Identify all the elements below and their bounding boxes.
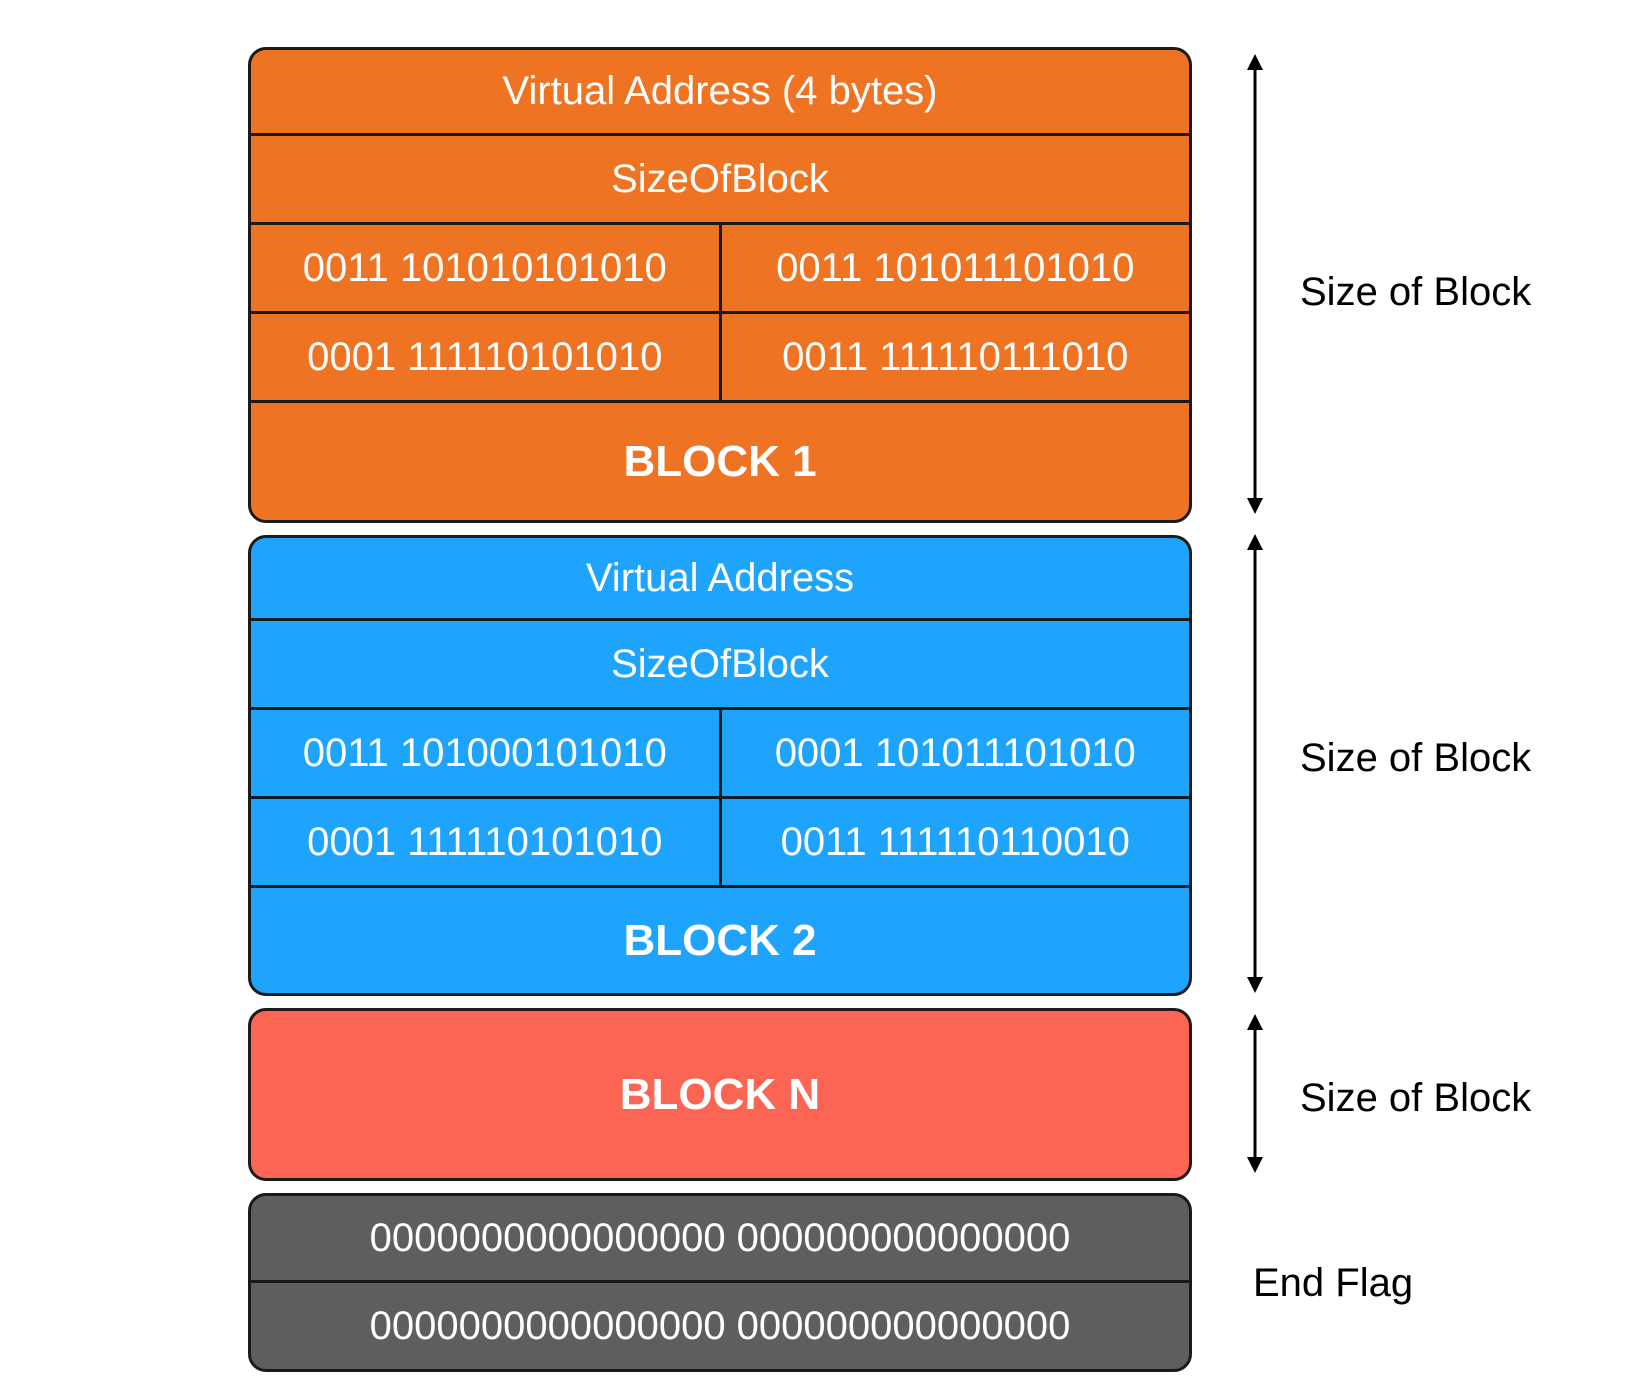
block-n-label-row: BLOCK N bbox=[251, 1011, 1189, 1178]
block-n-size-arrow bbox=[1247, 1014, 1263, 1173]
block-1-size-of-block: SizeOfBlock bbox=[611, 156, 829, 201]
block-n: BLOCK N bbox=[248, 1008, 1192, 1181]
block-2-entry: 0011 101000101010 bbox=[251, 710, 722, 796]
block-1-label: BLOCK 1 bbox=[623, 436, 817, 486]
block-2: Virtual Address SizeOfBlock 0011 1010001… bbox=[248, 535, 1192, 996]
block-2-entry: 0001 111110101010 bbox=[251, 799, 722, 885]
block-n-size-label: Size of Block bbox=[1300, 1076, 1532, 1120]
block-1-label-row: BLOCK 1 bbox=[251, 403, 1189, 520]
block-2-entry-row-1: 0011 101000101010 0001 101011101010 bbox=[251, 710, 1189, 799]
block-1-size-of-block-row: SizeOfBlock bbox=[251, 136, 1189, 225]
block-1-entry: 0001 111110101010 bbox=[251, 314, 722, 400]
block-2-entry-row-2: 0001 111110101010 0011 111110110010 bbox=[251, 799, 1189, 888]
end-flag-value: 0000000000000000 000000000000000 bbox=[369, 1215, 1071, 1260]
block-n-label: BLOCK N bbox=[619, 1069, 821, 1119]
block-2-virtual-address: Virtual Address bbox=[585, 555, 855, 600]
block-1-virtual-address-row: Virtual Address (4 bytes) bbox=[251, 50, 1189, 136]
block-1: Virtual Address (4 bytes) SizeOfBlock 00… bbox=[248, 47, 1192, 523]
block-2-label-row: BLOCK 2 bbox=[251, 888, 1189, 993]
block-2-entry: 0011 111110110010 bbox=[780, 819, 1130, 864]
end-flag-row-1: 0000000000000000 000000000000000 bbox=[251, 1196, 1189, 1283]
block-1-entry-row-1: 0011 101010101010 0011 101011101010 bbox=[251, 225, 1189, 314]
block-2-entry: 0001 101011101010 bbox=[774, 730, 1136, 775]
block-2-size-arrow bbox=[1247, 534, 1263, 993]
block-1-entry-row-2: 0001 111110101010 0011 111110111010 bbox=[251, 314, 1189, 403]
block-2-size-of-block-row: SizeOfBlock bbox=[251, 621, 1189, 710]
block-1-entry: 0011 111110111010 bbox=[782, 334, 1129, 379]
end-flag-label: End Flag bbox=[1253, 1261, 1414, 1305]
end-flag-row-2: 0000000000000000 000000000000000 bbox=[251, 1283, 1189, 1369]
block-1-size-arrow bbox=[1247, 54, 1263, 514]
block-1-entry: 0011 101010101010 bbox=[251, 225, 722, 311]
block-2-virtual-address-row: Virtual Address bbox=[251, 538, 1189, 621]
block-1-virtual-address: Virtual Address (4 bytes) bbox=[502, 69, 938, 113]
end-flag-value: 0000000000000000 000000000000000 bbox=[369, 1303, 1071, 1348]
block-2-label: BLOCK 2 bbox=[623, 915, 817, 965]
block-2-size-label: Size of Block bbox=[1300, 736, 1532, 780]
block-2-size-of-block: SizeOfBlock bbox=[611, 641, 829, 686]
block-1-entry: 0011 101011101010 bbox=[776, 245, 1135, 290]
block-1-size-label: Size of Block bbox=[1300, 270, 1532, 314]
end-flag-block: 0000000000000000 000000000000000 0000000… bbox=[248, 1193, 1192, 1372]
